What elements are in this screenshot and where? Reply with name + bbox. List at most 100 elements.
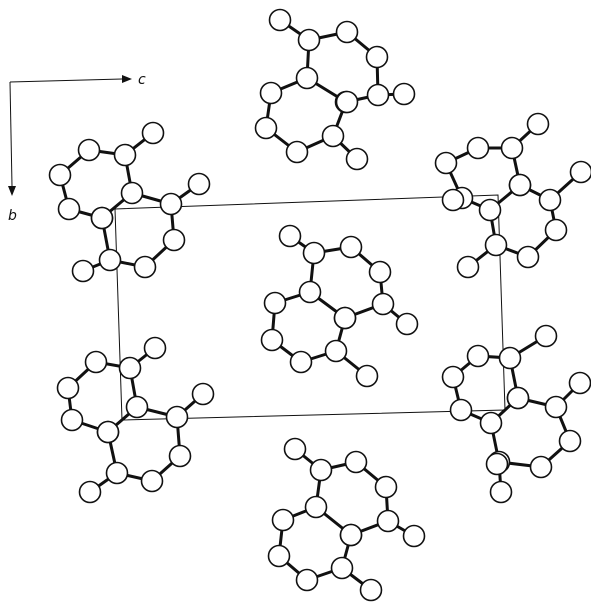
atom bbox=[159, 192, 183, 216]
atom bbox=[133, 255, 157, 279]
atom bbox=[302, 241, 326, 265]
atom bbox=[90, 206, 114, 230]
atom bbox=[84, 350, 108, 374]
atom bbox=[143, 336, 167, 360]
atom bbox=[295, 568, 319, 592]
atom bbox=[321, 124, 345, 148]
atom bbox=[392, 82, 416, 106]
axis-c-label: c bbox=[138, 72, 146, 88]
atom bbox=[568, 371, 591, 395]
atom bbox=[466, 136, 490, 160]
atom bbox=[48, 163, 72, 187]
atom bbox=[506, 386, 530, 410]
atom bbox=[489, 480, 513, 504]
atom bbox=[295, 66, 319, 90]
atom bbox=[339, 235, 363, 259]
atom bbox=[333, 306, 357, 330]
atom bbox=[345, 147, 369, 171]
atom bbox=[56, 376, 80, 400]
atom bbox=[141, 121, 165, 145]
atom bbox=[526, 112, 550, 136]
atom bbox=[376, 509, 400, 533]
atom bbox=[538, 188, 562, 212]
atom bbox=[368, 260, 392, 284]
atom bbox=[544, 218, 568, 242]
axis-c-line bbox=[9, 78, 123, 83]
atom bbox=[434, 151, 458, 175]
atom bbox=[57, 197, 81, 221]
atom bbox=[168, 444, 192, 468]
atom bbox=[271, 508, 295, 532]
atom bbox=[339, 523, 363, 547]
atom bbox=[120, 181, 144, 205]
molecule bbox=[254, 8, 416, 171]
atom bbox=[187, 172, 211, 196]
atom bbox=[289, 350, 313, 374]
atom bbox=[478, 198, 502, 222]
molecule bbox=[267, 437, 426, 602]
atom bbox=[516, 245, 540, 269]
axis-b-line bbox=[9, 81, 13, 187]
atom bbox=[330, 556, 354, 580]
molecule bbox=[441, 324, 591, 504]
atom bbox=[508, 173, 532, 197]
molecule bbox=[260, 224, 419, 388]
atom bbox=[366, 83, 390, 107]
atom bbox=[544, 395, 568, 419]
atom bbox=[140, 469, 164, 493]
atom bbox=[162, 228, 186, 252]
atom bbox=[529, 455, 553, 479]
atom bbox=[268, 8, 292, 32]
atom bbox=[71, 259, 95, 283]
axis-indicator: c b bbox=[8, 72, 146, 224]
atom bbox=[60, 408, 84, 432]
atom bbox=[298, 280, 322, 304]
atom bbox=[263, 291, 287, 315]
molecule bbox=[56, 336, 215, 504]
atom bbox=[98, 248, 122, 272]
atom bbox=[118, 356, 142, 380]
atom bbox=[441, 365, 465, 389]
molecules bbox=[48, 8, 591, 602]
atom bbox=[402, 524, 426, 548]
atom bbox=[77, 138, 101, 162]
atom bbox=[309, 458, 333, 482]
atom bbox=[449, 398, 473, 422]
atom bbox=[78, 480, 102, 504]
atom bbox=[558, 429, 582, 453]
atom bbox=[191, 382, 215, 406]
atom bbox=[479, 411, 503, 435]
atom bbox=[324, 339, 348, 363]
atom bbox=[371, 292, 395, 316]
atom bbox=[359, 578, 383, 602]
atom bbox=[335, 90, 359, 114]
atom bbox=[254, 116, 278, 140]
atom bbox=[569, 160, 591, 184]
atom bbox=[500, 136, 524, 160]
atom bbox=[344, 450, 368, 474]
atom bbox=[259, 81, 283, 105]
axis-b-arrowhead bbox=[8, 186, 16, 196]
atom bbox=[278, 224, 302, 248]
atom bbox=[355, 364, 379, 388]
atom bbox=[96, 420, 120, 444]
atom bbox=[125, 395, 149, 419]
atom bbox=[441, 188, 465, 212]
atom bbox=[105, 461, 129, 485]
atom bbox=[395, 312, 419, 336]
atom bbox=[456, 255, 480, 279]
atom bbox=[498, 346, 522, 370]
atom bbox=[165, 405, 189, 429]
axis-c-arrowhead bbox=[122, 75, 132, 83]
atom bbox=[365, 45, 389, 69]
atom bbox=[297, 28, 321, 52]
atom bbox=[304, 495, 328, 519]
atom bbox=[283, 437, 307, 461]
atom bbox=[534, 324, 558, 348]
atom bbox=[113, 143, 137, 167]
atom bbox=[285, 140, 309, 164]
molecule bbox=[48, 121, 211, 283]
atom bbox=[484, 233, 508, 257]
atom bbox=[374, 475, 398, 499]
